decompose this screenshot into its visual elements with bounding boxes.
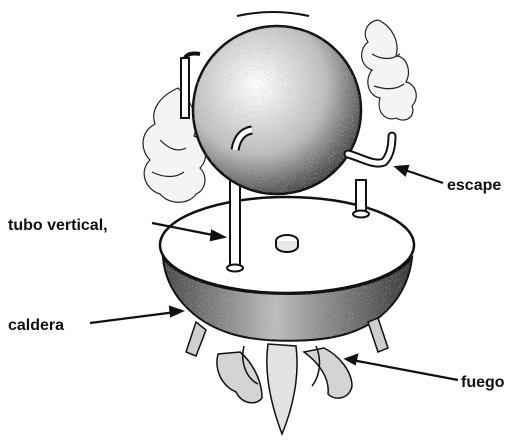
vertical-tube-right <box>356 180 366 214</box>
label-caldera: caldera <box>8 318 64 334</box>
arrow-escape <box>402 169 443 183</box>
steam-right <box>362 20 417 120</box>
leg-right <box>368 318 388 352</box>
label-tubo-vertical: tubo vertical, <box>8 218 108 234</box>
arrow-fuego <box>352 360 458 380</box>
left-support <box>181 58 189 118</box>
label-fuego: fuego <box>461 375 505 391</box>
label-escape: escape <box>447 178 501 194</box>
motion-arc <box>237 12 309 16</box>
arrow-caldera <box>90 312 176 323</box>
fire <box>217 344 352 434</box>
leg-left <box>186 322 206 356</box>
